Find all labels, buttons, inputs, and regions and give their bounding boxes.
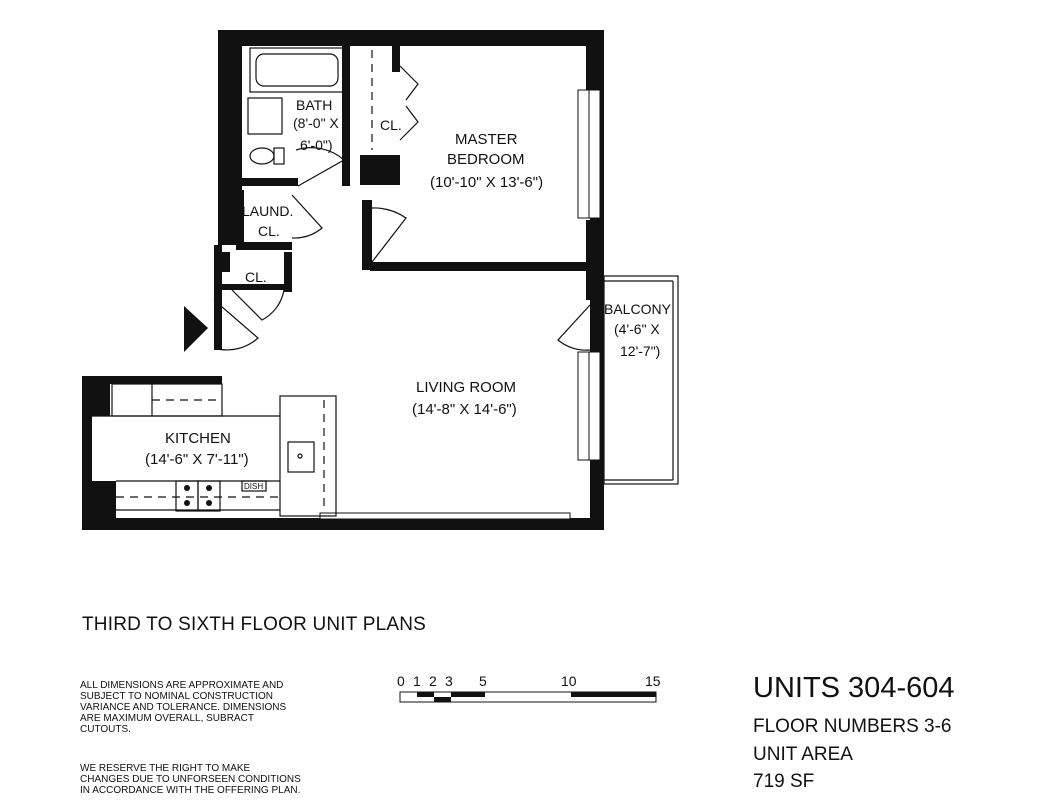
note-line: IN ACCORDANCE WITH THE OFFERING PLAN. [80,785,301,796]
balcony-dims-2: 12'-7") [620,343,660,359]
scale-label: 1 [413,673,421,689]
reserve-notes: WE RESERVE THE RIGHT TO MAKE CHANGES DUE… [80,763,301,796]
bath-dims-1: (8'-0" X [293,115,339,131]
kitchen-dims: (14'-6" X 7'-11") [145,451,249,468]
bath-label: BATH [296,97,332,113]
windows [319,89,601,520]
master-bedroom-dims: (10'-10" X 13'-6") [430,174,543,191]
dishwasher-label: DISH [244,482,263,491]
master-bedroom-label-2: BEDROOM [447,151,525,168]
laundry-label-2: CL. [258,223,280,239]
scale-label: 3 [445,673,453,689]
fixtures [92,47,679,517]
laundry-label-1: LAUND. [242,203,293,219]
living-room-label: LIVING ROOM [416,379,516,396]
range-burners [184,485,212,506]
note-line: ALL DIMENSIONS ARE APPROXIMATE AND [80,680,284,691]
note-line: CUTOUTS. [80,724,131,735]
closet-bath-label: CL. [380,117,402,133]
floor-plan: BATH (8'-0" X 6'-0") CL. MASTER BEDROOM … [82,30,679,530]
balcony-dims-1: (4'-6" X [614,321,660,337]
note-line: SUBJECT TO NOMINAL CONSTRUCTION [80,691,273,702]
interior-walls [222,46,590,292]
unit-area-label: UNIT AREA [753,744,853,765]
bath-dims-2: 6'-0") [300,137,333,153]
master-bedroom-label-1: MASTER [455,131,518,148]
note-line: ARE MAXIMUM OVERALL, SUBRACT [80,713,254,724]
scale-label: 2 [429,673,437,689]
unit-area-value: 719 SF [753,771,815,792]
entry-arrow-icon [184,306,208,352]
scale-label: 5 [479,673,487,689]
scale-label: 10 [561,673,577,689]
dimension-notes: ALL DIMENSIONS ARE APPROXIMATE AND SUBJE… [80,680,286,735]
scale-label: 0 [397,673,405,689]
floor-numbers: FLOOR NUMBERS 3-6 [753,716,952,737]
note-line: VARIANCE AND TOLERANCE. DIMENSIONS [80,702,287,713]
closet-entry-label: CL. [245,269,267,285]
note-line: WE RESERVE THE RIGHT TO MAKE [80,763,251,774]
scale-label: 15 [645,673,661,689]
balcony-label: BALCONY [604,301,672,317]
plan-caption: THIRD TO SIXTH FLOOR UNIT PLANS [82,614,427,635]
kitchen-label: KITCHEN [165,430,231,447]
note-line: CHANGES DUE TO UNFORSEEN CONDITIONS [80,774,301,785]
unit-title: UNITS 304-604 [753,672,955,704]
scale-bar: 0 1 2 3 5 10 15 [397,673,661,703]
living-room-dims: (14'-8" X 14'-6") [412,401,517,418]
